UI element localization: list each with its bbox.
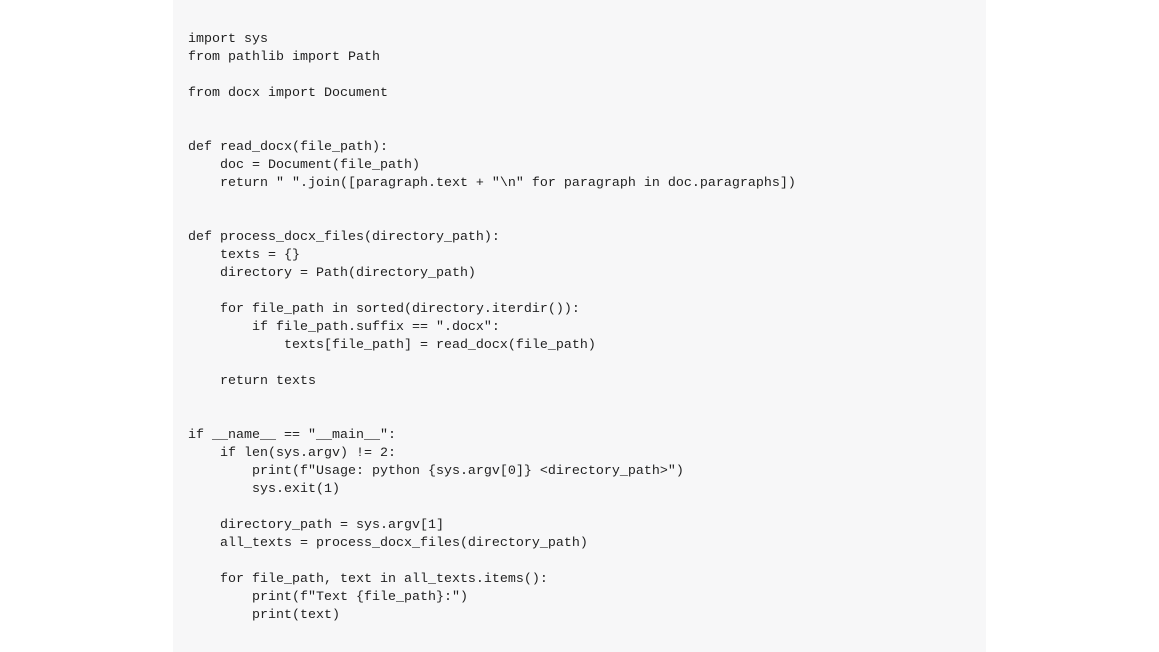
code-block: import sys from pathlib import Path from…	[173, 0, 986, 652]
code-text: import sys from pathlib import Path from…	[188, 32, 796, 623]
